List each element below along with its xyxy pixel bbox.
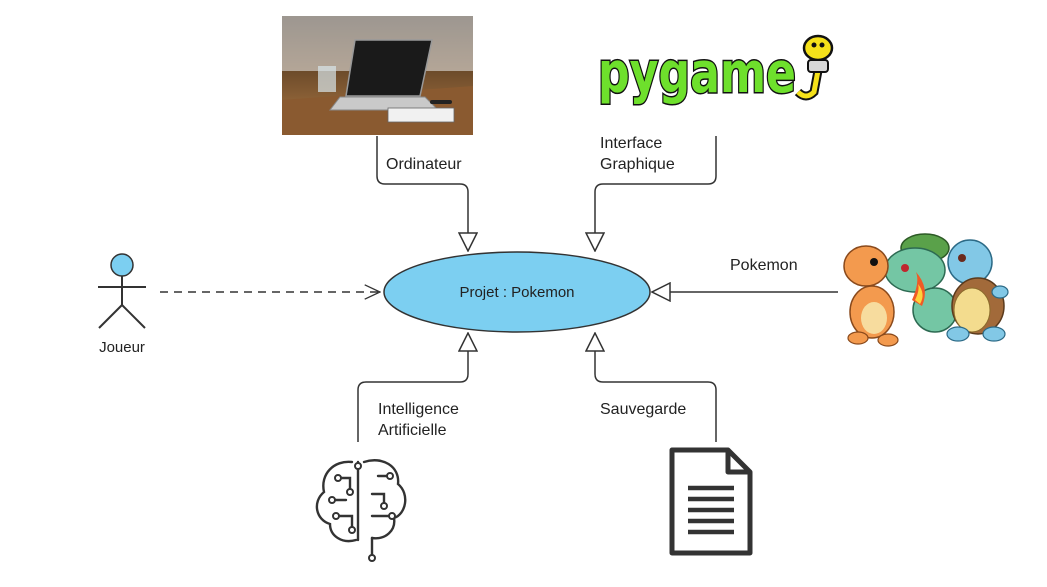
label-ia-line2: Artificielle bbox=[378, 422, 447, 439]
laptop-photo bbox=[282, 16, 473, 135]
document-icon bbox=[669, 447, 753, 556]
squirtle bbox=[946, 239, 1009, 342]
pygame-logo-text: pygame bbox=[598, 41, 796, 106]
charmander bbox=[843, 245, 925, 347]
label-ordinateur: Ordinateur bbox=[386, 156, 462, 173]
brain-circuit-icon bbox=[315, 459, 407, 562]
use-case-ellipse[interactable] bbox=[383, 251, 651, 333]
pokemon-starters bbox=[843, 233, 1009, 347]
label-pokemon: Pokemon bbox=[730, 257, 798, 274]
connector-ordinateur bbox=[376, 136, 468, 251]
label-interface-line2: Graphique bbox=[600, 156, 675, 173]
connector-ia bbox=[357, 333, 468, 442]
connectors bbox=[160, 136, 838, 442]
label-sauvegarde: Sauvegarde bbox=[600, 401, 686, 418]
connector-interface bbox=[595, 136, 717, 251]
actor-head bbox=[110, 253, 134, 277]
label-ia-line1: Intelligence bbox=[378, 401, 459, 418]
actor-label: Joueur bbox=[99, 339, 145, 356]
stick-figure-actor[interactable] bbox=[98, 253, 146, 329]
pygame-logo: pygame bbox=[597, 34, 834, 108]
connector-sauvegarde bbox=[595, 333, 717, 442]
use-case-label: Projet : Pokemon bbox=[459, 284, 574, 301]
label-interface-line1: Interface bbox=[600, 135, 662, 152]
